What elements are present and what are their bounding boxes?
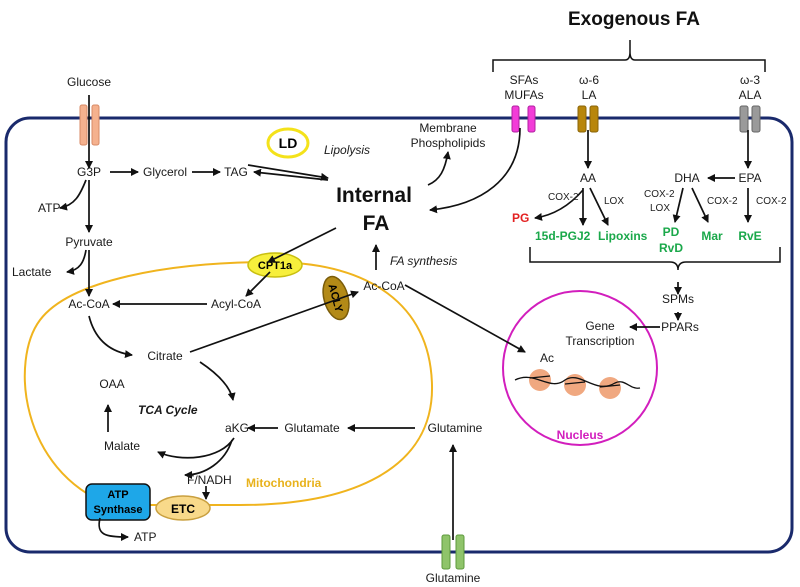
glutamine-mid-label: Glutamine [428,421,483,435]
cox2-label-c: COX-2 [707,196,738,207]
fa-synthesis-label: FA synthesis [390,254,457,268]
citrate-label: Citrate [147,349,183,363]
mar-label: Mar [701,229,723,243]
lox-label-a: LOX [604,196,624,207]
cox2-label-a: COX-2 [548,192,579,203]
sfa-transporter [511,105,536,133]
sfa-label-1: SFAs [510,73,539,87]
ac-label: Ac [540,351,554,365]
oaa-label: OAA [99,377,124,391]
ld-label: LD [279,135,298,151]
spms-label: SPMs [662,292,694,306]
acly-enzyme: ACLY [322,275,350,321]
ac-coa-cyto-label: Ac-CoA [363,279,404,293]
rve-label: RvE [738,229,761,243]
mitochondria-label: Mitochondria [246,476,322,490]
gene-label-2: Transcription [566,334,635,348]
cell-membrane [4,116,794,554]
nucleus-outline [502,290,658,446]
malate-label: Malate [104,439,140,453]
aa-label: AA [580,171,596,185]
cox2-label-b: COX-2 [644,189,675,200]
pd-label: PD [663,225,680,239]
etc-complex [155,495,211,521]
atp-synthase-label-1: ATP [107,489,128,501]
la-label: LA [582,88,597,102]
w3-label: ω-3 [740,73,760,87]
arrows [59,95,752,541]
rvd-label: RvD [659,241,683,255]
glycerol-label: Glycerol [143,165,187,179]
ppars-label: PPARs [661,320,699,334]
akg-label: aKG [225,421,249,435]
lox-label-b: LOX [650,203,670,214]
tca-cycle-label: TCA Cycle [138,403,198,417]
tag-label: TAG [224,165,248,179]
atp-label-2: ATP [134,530,156,544]
pyruvate-label: Pyruvate [65,235,113,249]
pg-label: PG [512,211,529,225]
membrane-label-1: Membrane [419,121,477,135]
gene-label-1: Gene [585,319,615,333]
cpt1a-label: CPT1a [258,260,293,272]
glucose-label: Glucose [67,75,111,89]
pgj2-label: 15d-PGJ2 [535,229,591,243]
glutamine-bottom-label: Glutamine [426,571,481,585]
lipid-droplet [266,127,310,159]
atp-synthase [85,483,151,521]
ala-label: ALA [739,88,762,102]
w3-transporter [739,105,761,133]
chromatin [514,369,641,399]
sfa-label-2: MUFAs [504,88,543,102]
exogenous-bracket [492,51,766,72]
g3p-label: G3P [77,165,101,179]
glutamate-label: Glutamate [284,421,340,435]
epa-label: EPA [738,171,761,185]
etc-label: ETC [171,502,195,516]
w6-transporter [577,105,599,133]
lipoxins-label: Lipoxins [598,229,648,243]
ac-coa-mito-label: Ac-CoA [68,297,109,311]
cpt1a-transporter [247,252,303,278]
products-bracket [529,247,781,271]
acyl-coa-label: Acyl-CoA [211,297,261,311]
fnadh-label: F/NADH [187,473,232,487]
glucose-transporter [79,104,100,146]
internal-fa-label-1: Internal [336,184,412,207]
exogenous-title: Exogenous FA [568,9,700,30]
cox2-label-d: COX-2 [756,196,787,207]
glutamine-transporter [441,534,465,570]
lipolysis-label: Lipolysis [324,143,370,157]
w6-label: ω-6 [579,73,599,87]
membrane-label-2: Phospholipids [411,136,486,150]
atp-label-1: ATP [38,201,60,215]
internal-fa-label-2: FA [363,212,390,235]
nucleus-label: Nucleus [557,428,604,442]
dha-label: DHA [674,171,699,185]
lactate-label: Lactate [12,265,52,279]
atp-synthase-label-2: Synthase [94,504,143,516]
